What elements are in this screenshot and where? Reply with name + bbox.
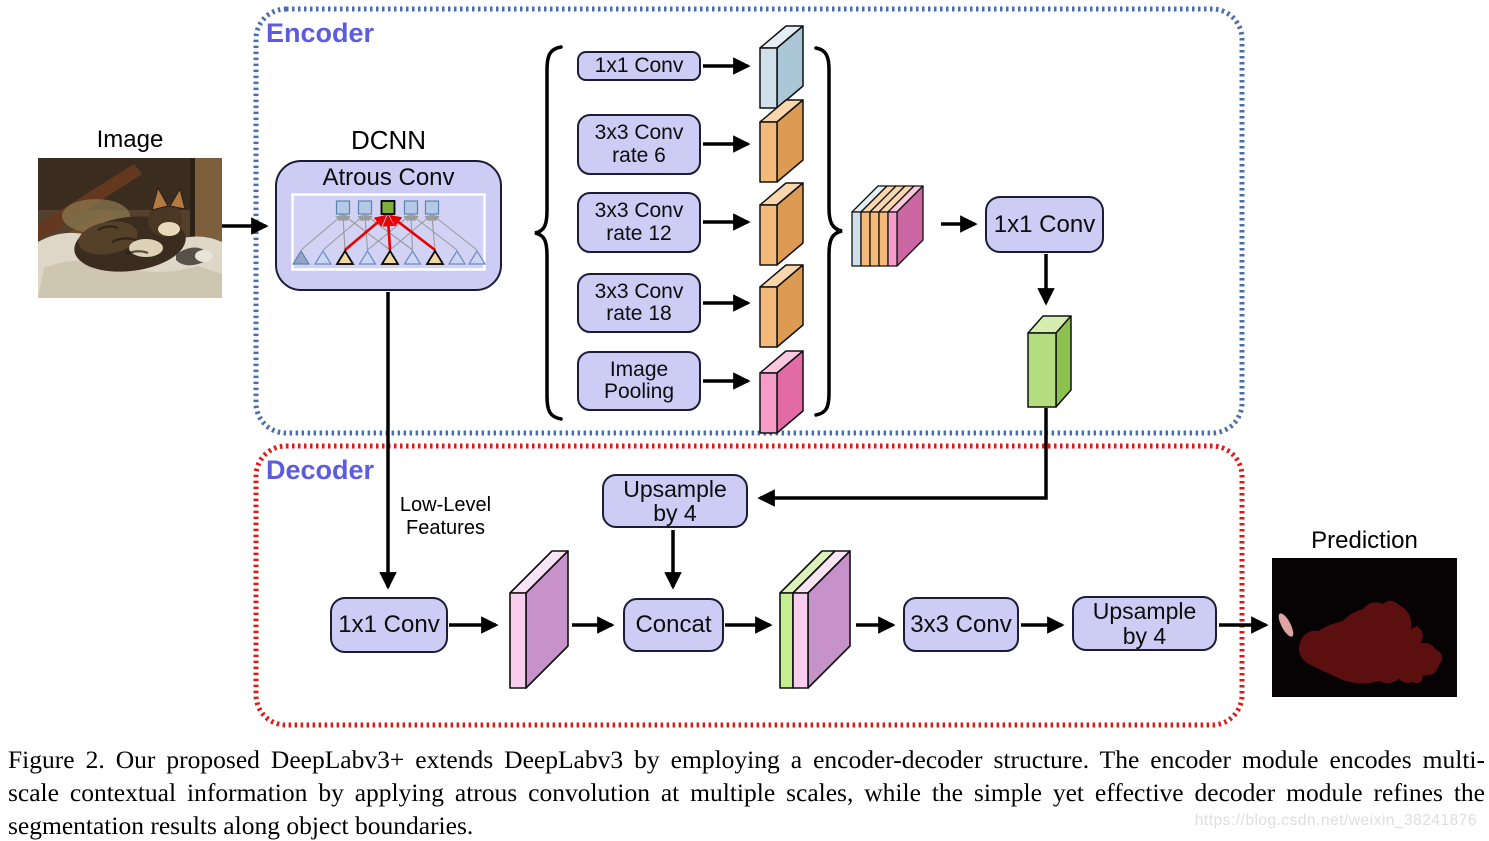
aspp-rate12-line2: rate 12 (606, 221, 672, 245)
low-level-features-label: Low-Level Features (383, 494, 508, 540)
upsample-bottom-line1: Upsample (1092, 598, 1197, 625)
aspp-1x1-conv-block: 1x1 Conv (577, 51, 701, 81)
aspp-pooling-line1: Image (609, 357, 669, 381)
aspp-rate6-block: 3x3 Conv rate 6 (577, 114, 701, 175)
left-brace (534, 45, 563, 421)
atrous-output-squares (335, 200, 440, 216)
atrous-conv-illustration (291, 193, 486, 272)
aspp-rate18-line1: 3x3 Conv (594, 279, 684, 303)
feature-map-orange-3 (759, 264, 804, 348)
decoder-feature-map-pink (509, 550, 569, 689)
prediction-mask (1272, 558, 1457, 697)
watermark-url: https://blog.csdn.net/weixin_38241876 (1194, 812, 1477, 829)
encoder-conv1x1-block: 1x1 Conv (985, 196, 1104, 253)
aspp-1x1-conv-label: 1x1 Conv (594, 53, 684, 77)
caption-line2: scale contextual information by applying… (8, 778, 1485, 808)
segmentation-blob (1298, 600, 1443, 684)
dcnn-atrous-block: Atrous Conv (275, 160, 502, 291)
aspp-rate6-line2: rate 6 (612, 143, 666, 167)
arrow-green-to-upsample (757, 408, 1048, 507)
flow-arrows (222, 57, 1269, 634)
image-label: Image (96, 126, 164, 153)
concat-stack (851, 185, 924, 267)
low-level-features-line2: Features (406, 517, 485, 539)
caption-line1: Figure 2. Our proposed DeepLabv3+ extend… (8, 745, 1485, 774)
atrous-conv-label: Atrous Conv (322, 164, 455, 191)
aspp-rate12-line1: 3x3 Conv (594, 199, 684, 223)
feature-map-orange-1 (759, 99, 804, 183)
aspp-rate12-block: 3x3 Conv rate 12 (577, 192, 701, 253)
decoder-conv1x1-label: 1x1 Conv (338, 611, 440, 639)
atrous-gray-connections (300, 214, 478, 251)
decoder-conv3x3-block: 3x3 Conv (903, 597, 1019, 652)
decoder-title: Decoder (266, 455, 375, 485)
feature-map-orange-2 (759, 182, 804, 266)
aspp-feature-maps (759, 25, 804, 434)
decoder-conv1x1-block: 1x1 Conv (330, 597, 448, 653)
prediction-label: Prediction (1311, 527, 1418, 554)
atrous-input-triangles (291, 249, 486, 266)
feature-map-pink (759, 350, 804, 434)
caption-line3: segmentation results along object bounda… (8, 811, 474, 841)
decoder-concat-block: Concat (623, 598, 724, 652)
atrous-red-connections (344, 214, 436, 252)
aspp-pooling-line2: Pooling (603, 380, 675, 403)
low-level-features-line1: Low-Level (399, 494, 492, 516)
right-brace (814, 46, 843, 417)
aspp-rate18-line2: rate 18 (606, 302, 672, 325)
feature-map-green (1027, 315, 1072, 408)
upsample-bottom-line2: by 4 (1122, 622, 1167, 649)
feature-map-blue (759, 25, 804, 109)
decoder-concat-label: Concat (635, 611, 712, 639)
figure-caption: Figure 2. Our proposed DeepLabv3+ extend… (8, 743, 1485, 841)
encoder-title: Encoder (266, 18, 375, 48)
encoder-conv1x1-label: 1x1 Conv (993, 210, 1096, 238)
aspp-image-pooling-block: Image Pooling (577, 351, 701, 411)
decoder-conv3x3-label: 3x3 Conv (910, 610, 1012, 638)
segmentation-sliver (1278, 613, 1294, 637)
aspp-rate6-line1: 3x3 Conv (594, 121, 684, 145)
decoder-box-border (253, 443, 1245, 728)
upsample-top-line1: Upsample (623, 475, 727, 502)
aspp-rate18-block: 3x3 Conv rate 18 (577, 273, 701, 333)
decoder-upsample-top-block: Upsample by 4 (602, 474, 748, 528)
atrous-center-square (380, 200, 396, 216)
dcnn-label: DCNN (350, 125, 427, 155)
input-cat-photo (38, 158, 222, 298)
decoder-upsample-bottom-block: Upsample by 4 (1072, 596, 1217, 651)
decoder-concat-feature-maps (779, 550, 851, 689)
upsample-top-line2: by 4 (653, 500, 697, 526)
